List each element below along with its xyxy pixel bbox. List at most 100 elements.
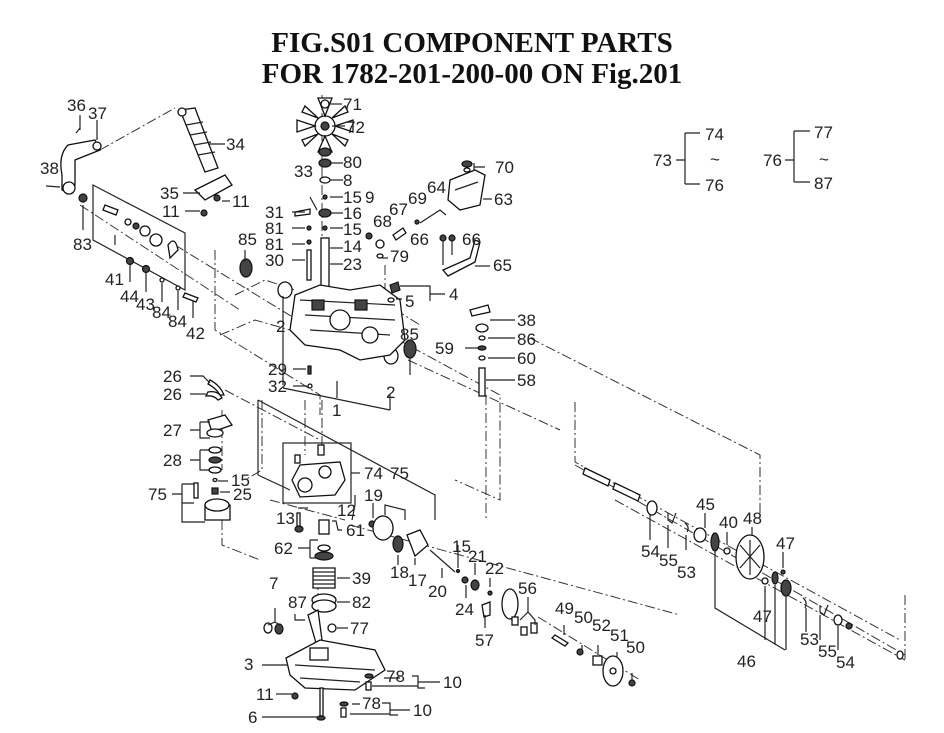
- callout: 1: [332, 401, 341, 420]
- callout: 39: [352, 569, 371, 588]
- legend-from: 77: [814, 123, 833, 142]
- callout: 43: [136, 295, 155, 314]
- callout: 14: [343, 237, 362, 256]
- callout: 12: [337, 501, 356, 520]
- callout: 10: [443, 673, 462, 692]
- ball-32: [307, 383, 313, 389]
- callout: 61: [346, 521, 365, 540]
- callout: 53: [677, 563, 696, 582]
- callout: 81: [265, 235, 284, 254]
- callout: 79: [390, 247, 409, 266]
- callout: 71: [343, 95, 362, 114]
- callout: 2: [386, 383, 395, 402]
- callout: 85: [400, 325, 419, 344]
- callout: 80: [343, 153, 362, 172]
- oring-7a: [263, 622, 273, 634]
- callout: 82: [352, 593, 371, 612]
- callout: 29: [268, 360, 287, 379]
- callout: 48: [743, 509, 762, 528]
- oring-7b: [274, 623, 284, 635]
- callout: 62: [274, 539, 293, 558]
- callout: 59: [435, 339, 454, 358]
- callout: 33: [294, 162, 313, 181]
- fittings-67-68-69: [365, 219, 420, 259]
- fan-icon: [296, 97, 354, 153]
- callout: 50: [574, 608, 593, 627]
- legend-to: 76: [705, 176, 724, 195]
- callout: 47: [776, 534, 795, 553]
- callout: 31: [265, 203, 284, 222]
- housing-baseline: [282, 345, 391, 411]
- callout: 51: [610, 626, 629, 645]
- callout: 75: [148, 485, 167, 504]
- callout: 21: [468, 547, 487, 566]
- bracket-65: [441, 239, 481, 277]
- shock-absorber-icon: [177, 107, 219, 173]
- callout: 54: [836, 653, 855, 672]
- callout: 17: [408, 571, 427, 590]
- callout: 67: [389, 200, 408, 219]
- callout: 3: [244, 655, 253, 674]
- callout: 74: [364, 464, 383, 483]
- callout: 32: [268, 377, 287, 396]
- callout: 83: [73, 235, 92, 254]
- seal-85: [239, 258, 253, 278]
- callout: 25: [233, 485, 252, 504]
- legend-parent: 73: [653, 151, 672, 170]
- callout: 38: [40, 159, 59, 178]
- callout: 78: [386, 667, 405, 686]
- right-pump-chain: [368, 515, 538, 636]
- callout: 53: [800, 630, 819, 649]
- output-shaft-assembly: [582, 467, 904, 660]
- callout: 41: [105, 270, 124, 289]
- screw-66b: [448, 234, 456, 242]
- gear-icon: [550, 634, 636, 687]
- callout: 66: [410, 230, 429, 249]
- legend-group-73: 73 74 ~ 76: [653, 125, 724, 195]
- callout: 11: [256, 685, 274, 704]
- oring-5: [387, 297, 395, 303]
- cap-4: [389, 281, 401, 294]
- legend-group-76: 76 77 ~ 87: [763, 123, 833, 193]
- callout: 15: [343, 220, 362, 239]
- figure-title-line1: FIG.S01 COMPONENT PARTS: [271, 27, 673, 59]
- callout: 36: [67, 96, 86, 115]
- callout: 13: [276, 509, 295, 528]
- callout: 86: [517, 330, 536, 349]
- callout: 45: [696, 495, 715, 514]
- legend-range: ~: [710, 150, 720, 169]
- bottom-screws: [291, 673, 374, 721]
- callout: 54: [641, 542, 660, 561]
- callout: 11: [162, 202, 180, 221]
- subassembly-41-parts: [102, 204, 179, 260]
- callout-labels: 36 37 34 38 35 11 11 83 41 44 43 84 84 4…: [40, 95, 855, 727]
- callout: 24: [455, 600, 474, 619]
- callout: 2: [276, 317, 285, 336]
- callout: 69: [408, 189, 427, 208]
- bracket-35: [193, 174, 233, 201]
- callout: 35: [160, 184, 179, 203]
- bearing-2a: [277, 281, 293, 299]
- callout: 34: [226, 135, 245, 154]
- callout: 4: [449, 285, 458, 304]
- callout: 55: [659, 551, 678, 570]
- callout: 60: [517, 349, 536, 368]
- lower-housing-3: [285, 639, 386, 691]
- fasteners: [78, 193, 221, 303]
- callout: 38: [517, 311, 536, 330]
- callout: 52: [592, 616, 611, 635]
- callout: 57: [475, 631, 494, 650]
- callout: 85: [238, 230, 257, 249]
- callout: 49: [555, 599, 574, 618]
- legend-to: 87: [814, 174, 833, 193]
- legend-from: 74: [705, 125, 724, 144]
- callout: 63: [494, 190, 513, 209]
- callout: 64: [427, 178, 446, 197]
- pin-29: [307, 365, 312, 375]
- callout: 50: [626, 638, 645, 657]
- callout: 9: [365, 188, 374, 207]
- callout: 44: [120, 287, 139, 306]
- screw-66a: [439, 234, 447, 242]
- callout: 68: [373, 212, 392, 231]
